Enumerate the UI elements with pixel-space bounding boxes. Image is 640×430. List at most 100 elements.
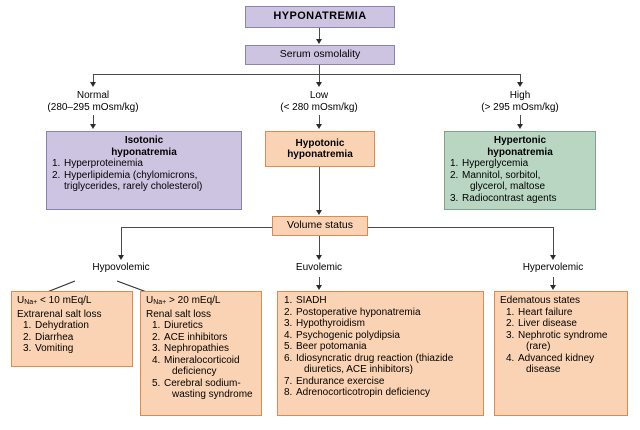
- list-item: 2.Diarrhea: [23, 331, 74, 343]
- extrarenal-sub: Na+: [24, 299, 38, 306]
- branch-label-hypervolemic-text: Hypervolemic: [522, 262, 584, 273]
- node-hypertonic-hyponatremia: Hypertonic hyponatremia 1.Hyperglycemia …: [444, 131, 596, 210]
- extrarenal-subhead: Extrarenal salt loss: [17, 308, 102, 320]
- connector-low-to-hypotonic: [319, 115, 320, 125]
- branch-label-high-name: High: [509, 90, 531, 101]
- node-hyponatremia: HYPONATREMIA: [245, 6, 395, 28]
- euvolemic-item-6-cont: diuretics, ACE inhibitors): [304, 364, 413, 375]
- connector-osmolality-drop-low: [319, 74, 320, 83]
- connector-hypervolemic-drop: [553, 277, 554, 286]
- list-item: 5.Cerebral sodium-: [152, 377, 241, 389]
- hypervolemic-item-3: Nephrotic syndrome: [518, 329, 608, 341]
- branch-label-hypervolemic: Hypervolemic: [503, 262, 603, 274]
- extrarenal-list: 1.Dehydration 2.Diarrhea 3.Vomiting: [17, 320, 127, 355]
- connector-normal-to-isotonic: [93, 115, 94, 125]
- node-volume-status-label: Volume status: [287, 219, 353, 232]
- list-item-cont: deficiency: [152, 366, 256, 378]
- list-item-cont: disease: [506, 364, 622, 376]
- euvolemic-item-3: Hypothyroidism: [296, 318, 365, 329]
- euvolemic-item-6: Idiosyncratic drug reaction (thiazide: [296, 352, 454, 364]
- branch-label-low-name: Low: [309, 90, 329, 101]
- connector-osmolality-drop-high: [520, 74, 521, 83]
- connector-volume-drop-hyper: [553, 227, 554, 256]
- connector-osmolality-stem: [319, 65, 320, 74]
- node-hypovolemic-renal: UNa+ > 20 mEq/L Renal salt loss 1.Diuret…: [140, 291, 262, 416]
- hypervolemic-list: 1.Heart failure 2.Liver disease 3.Nephro…: [500, 307, 622, 376]
- list-item: 6.Idiosyncratic drug reaction (thiazide: [284, 352, 454, 364]
- arrowhead-isotonic: [90, 124, 96, 129]
- extrarenal-u: U: [17, 295, 25, 306]
- list-item: 4.Advanced kidney: [506, 352, 595, 364]
- branch-label-normal-name: Normal: [76, 90, 110, 101]
- hypervolemic-subhead: Edematous states: [500, 295, 581, 306]
- connector-osmolality-bus: [93, 74, 520, 75]
- arrowhead-euvolemic-box: [316, 285, 322, 290]
- connector-volume-bus-right: [368, 227, 553, 228]
- arrowhead-hypertonic: [517, 124, 523, 129]
- hypertonic-item-2: Mannitol, sorbitol,: [462, 169, 541, 181]
- hypotonic-title-line2: hyponatremia: [287, 149, 353, 160]
- hypervolemic-item-2: Liver disease: [518, 318, 577, 329]
- hypertonic-list: 1.Hyperglycemia 2.Mannitol, sorbitol, gl…: [450, 158, 590, 204]
- renal-item-4-cont: deficiency: [172, 366, 217, 377]
- renal-item-2: ACE inhibitors: [164, 331, 228, 343]
- list-item: 1.Heart failure: [506, 306, 573, 318]
- list-item: 3.Nephropathies: [152, 343, 230, 354]
- arrowhead-hypervolemic: [550, 255, 556, 260]
- list-item: 2.Postoperative hyponatremia: [284, 306, 421, 318]
- connector-volume-drop-eu: [319, 236, 320, 256]
- list-item: 5.Beer potomania: [284, 341, 367, 352]
- branch-label-hypovolemic: Hypovolemic: [71, 262, 171, 274]
- list-item-cont: (rare): [506, 341, 622, 353]
- branch-label-high-range: (> 295 mOsm/kg): [481, 101, 559, 113]
- arrowhead-osmolality: [316, 39, 322, 44]
- branch-label-euvolemic: Euvolemic: [269, 262, 369, 274]
- branch-label-euvolemic-text: Euvolemic: [295, 262, 343, 273]
- extrarenal-item-1: Dehydration: [35, 320, 89, 331]
- hypertonic-title-line2: hyponatremia: [487, 146, 553, 158]
- euvolemic-list: 1.SIADH 2.Postoperative hyponatremia 3.H…: [283, 295, 478, 399]
- connector-high-to-hypertonic: [520, 115, 521, 125]
- hypertonic-title-line1: Hypertonic: [493, 135, 547, 146]
- arrowhead-low: [316, 82, 322, 87]
- renal-list: 1.Diuretics 2.ACE inhibitors 3.Nephropat…: [146, 320, 256, 401]
- extrarenal-item-2: Diarrhea: [35, 331, 74, 343]
- connector-root-to-osmolality: [319, 28, 320, 40]
- hypervolemic-item-4-cont: disease: [526, 364, 561, 375]
- arrowhead-high: [517, 82, 523, 87]
- list-item: 2.Liver disease: [506, 318, 577, 329]
- hypervolemic-item-3-cont: (rare): [526, 341, 551, 352]
- renal-item-5: Cerebral sodium-: [164, 377, 241, 389]
- list-item: 7.Endurance exercise: [284, 375, 385, 387]
- list-item: 1.Hyperproteinemia: [52, 158, 143, 169]
- node-hyponatremia-label: HYPONATREMIA: [273, 10, 367, 23]
- list-item: 2.Hyperlipidemia (chylomicrons,: [52, 169, 198, 181]
- list-item-cont: diuretics, ACE inhibitors): [284, 364, 478, 376]
- isotonic-title-line1: Isotonic: [124, 135, 164, 146]
- renal-item-1: Diuretics: [164, 320, 203, 331]
- arrowhead-hypotonic: [316, 124, 322, 129]
- renal-threshold: UNa+ > 20 mEq/L: [146, 295, 256, 309]
- branch-label-normal-range: (280–295 mOsm/kg): [47, 101, 139, 113]
- branch-label-high: High (> 295 mOsm/kg): [440, 90, 600, 113]
- renal-item-3: Nephropathies: [164, 343, 230, 354]
- branch-label-normal: Normal (280–295 mOsm/kg): [13, 90, 173, 113]
- isotonic-list: 1.Hyperproteinemia 2.Hyperlipidemia (chy…: [52, 158, 236, 181]
- connector-euvolemic-drop: [319, 277, 320, 286]
- arrowhead-normal: [90, 82, 96, 87]
- node-euvolemic-causes: 1.SIADH 2.Postoperative hyponatremia 3.H…: [277, 291, 484, 416]
- connector-volume-bus-left: [121, 227, 272, 228]
- hypertonic-item-3: Radiocontrast agents: [462, 192, 557, 204]
- isotonic-title-line2: hyponatremia: [111, 146, 177, 158]
- arrowhead-euvolemic: [316, 255, 322, 260]
- branch-label-low: Low (< 280 mOsm/kg): [239, 90, 399, 113]
- euvolemic-item-7: Endurance exercise: [296, 375, 385, 387]
- arrowhead-volume-status: [316, 210, 322, 215]
- renal-u: U: [146, 295, 154, 306]
- node-hypotonic-hyponatremia: Hypotonic hyponatremia: [265, 131, 375, 167]
- list-item-cont: glycerol, maltose: [450, 181, 590, 193]
- euvolemic-item-8: Adrenocorticotropin deficiency: [296, 387, 430, 398]
- isotonic-item-1: Hyperproteinemia: [64, 158, 143, 169]
- arrowhead-hypovolemic: [118, 255, 124, 260]
